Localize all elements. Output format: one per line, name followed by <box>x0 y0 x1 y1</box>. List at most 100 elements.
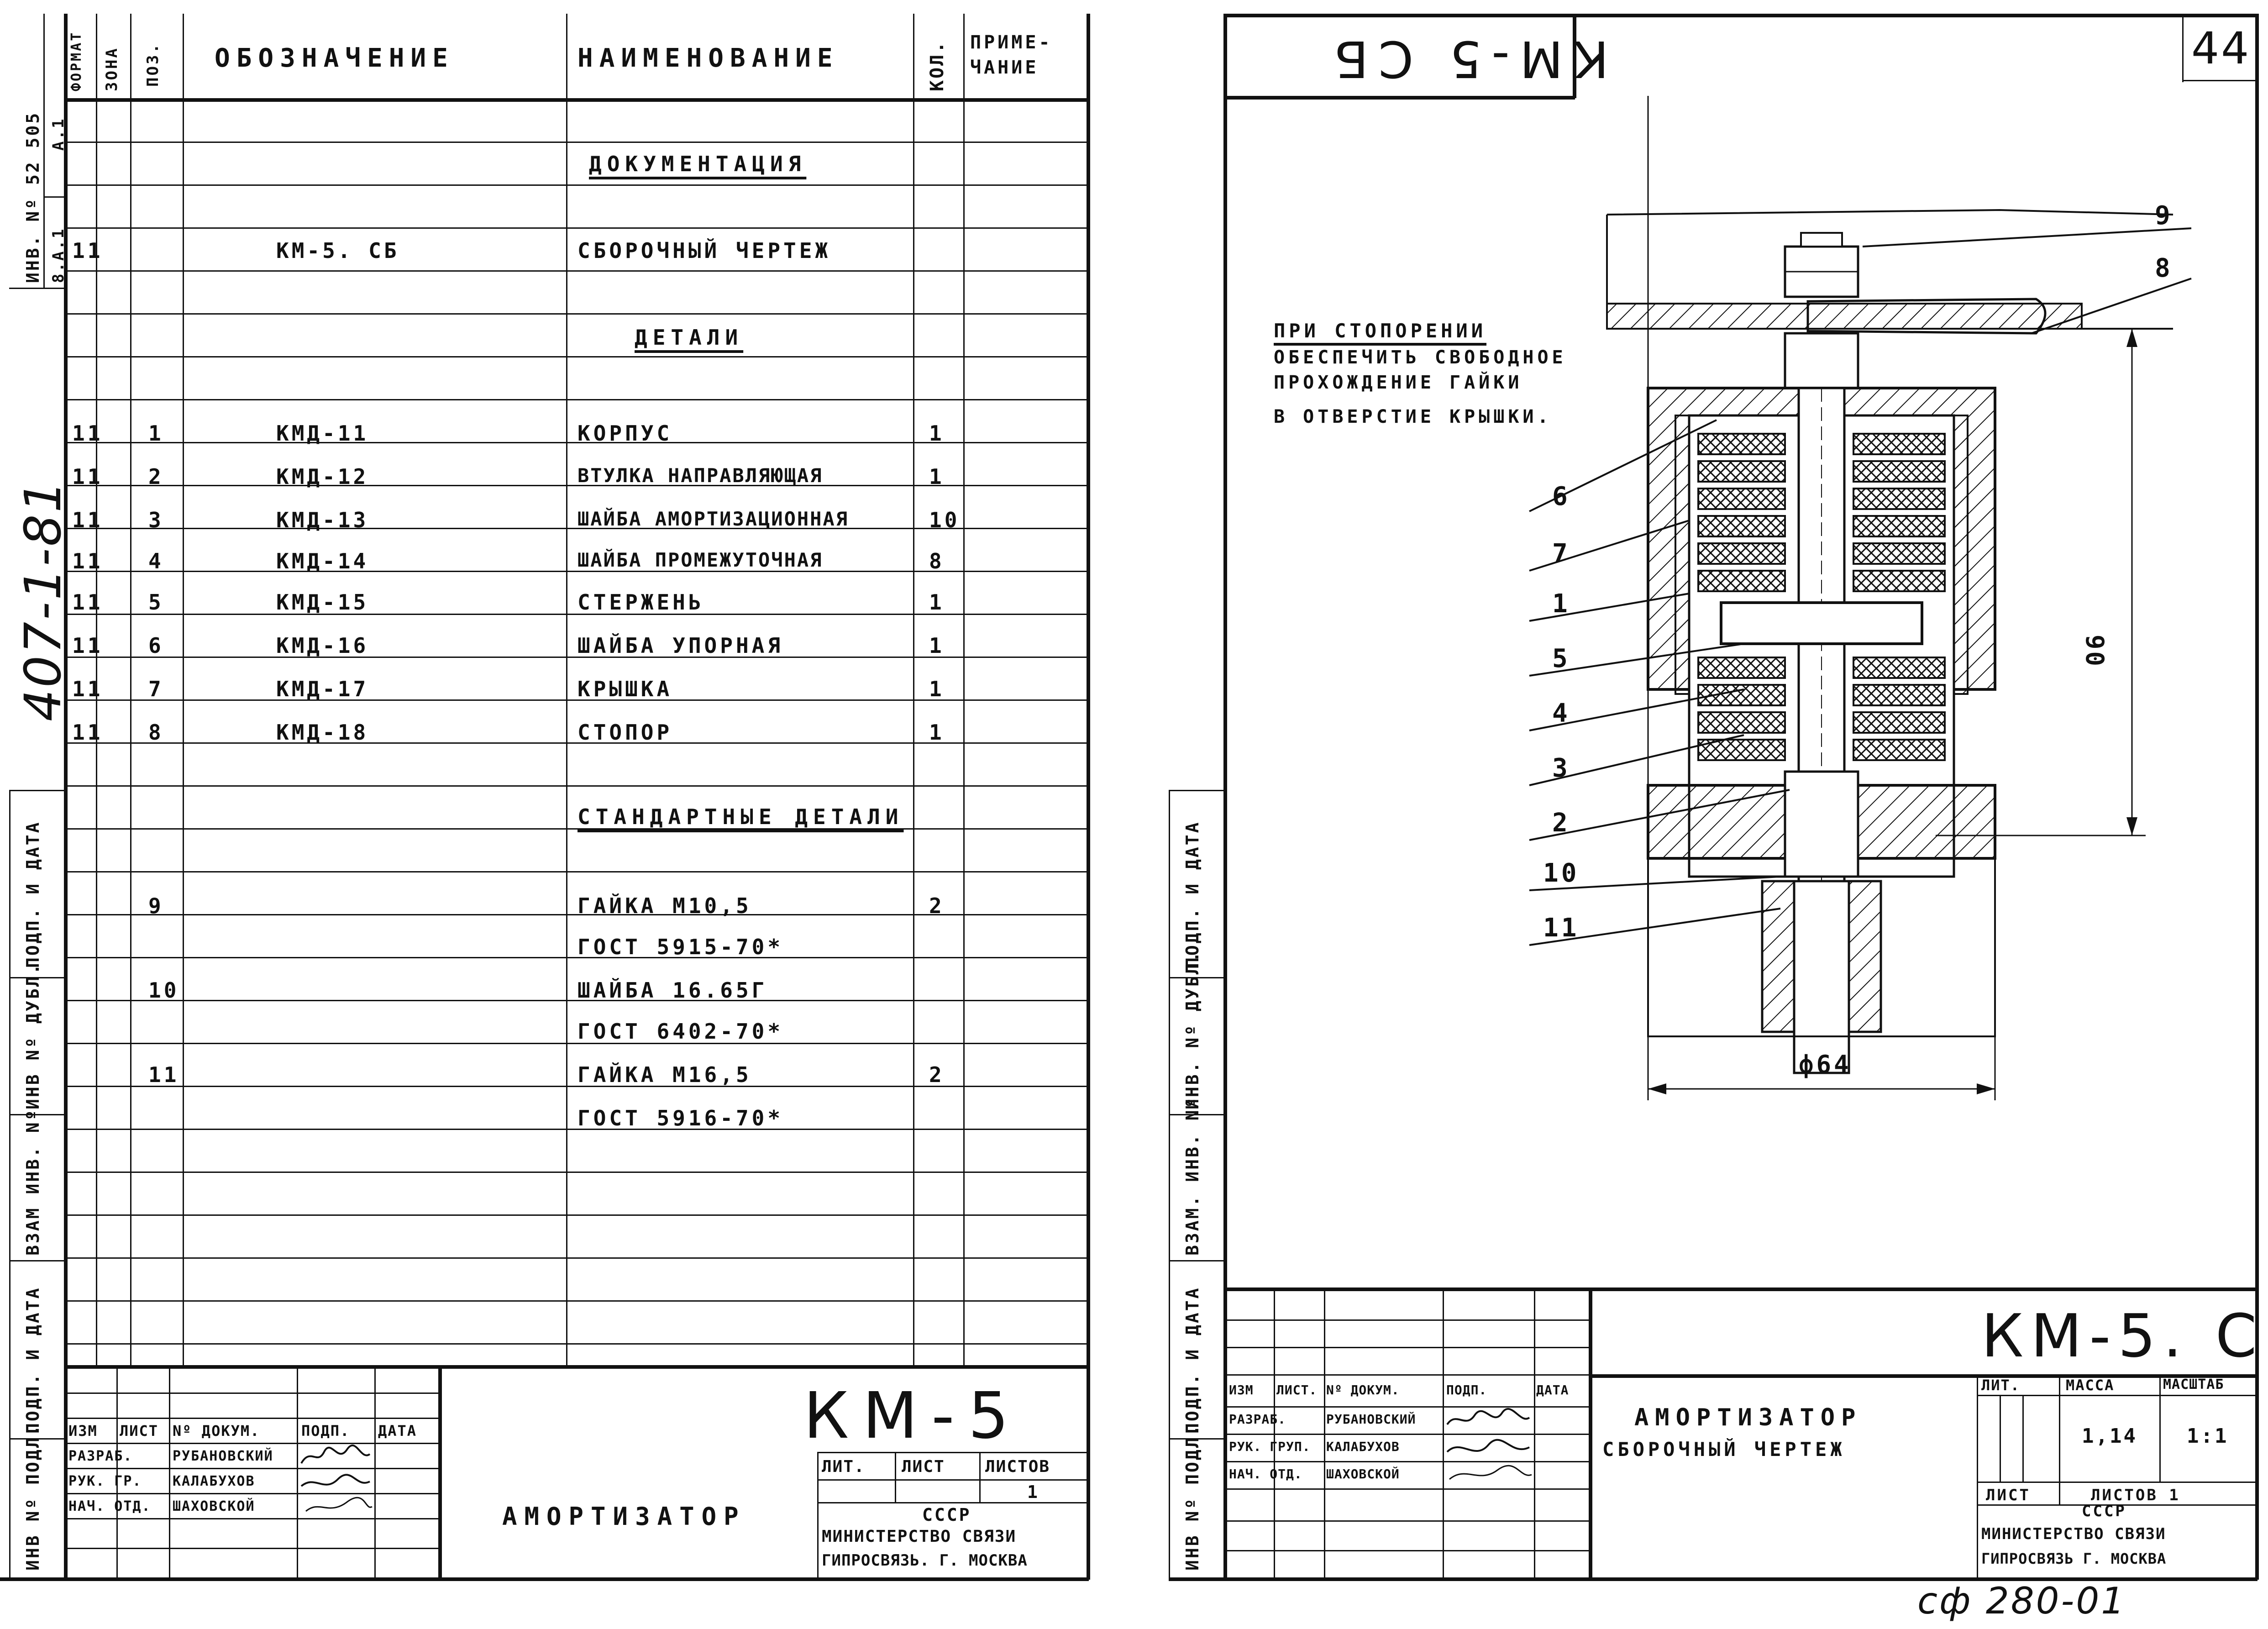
title-block-border <box>374 1365 376 1577</box>
margin-strip-border <box>9 977 64 978</box>
tb-org: МИНИСТЕРСТВО СВЯЗИ <box>1981 1525 2166 1543</box>
spec-cell-format: 11 <box>72 508 103 532</box>
leader-label: 5 <box>1552 644 1570 673</box>
title-block-border <box>438 1365 442 1577</box>
tb-mass: МАССА <box>2066 1377 2115 1394</box>
title-block-border <box>1977 1395 2258 1396</box>
tb-col-izm: ИЗМ <box>68 1422 98 1440</box>
spec-cell-position: 4 <box>148 549 164 573</box>
spec-cell-position: 11 <box>148 1062 179 1087</box>
spec-cell-quantity: 1 <box>929 677 945 701</box>
tb-role: НАЧ. ОТД. <box>1229 1466 1302 1482</box>
spec-cell-position: 1 <box>148 421 164 446</box>
assembly-note: ПРИ СТОПОРЕНИИ <box>1274 320 1487 342</box>
spec-cell-designation: КМД-11 <box>276 421 369 446</box>
spec-cell-position: 9 <box>148 893 164 918</box>
spec-cell-position: 3 <box>148 508 164 532</box>
spec-row-line <box>64 742 1089 744</box>
title-block-border <box>1977 1374 1978 1580</box>
tb-role: РАЗРАБ. <box>68 1448 133 1464</box>
spec-row-line <box>64 914 1089 915</box>
signature-scribbles <box>1446 1408 1532 1480</box>
tb-sheet: ЛИСТ <box>1986 1486 2031 1504</box>
spec-row-line <box>64 828 1089 830</box>
spec-row-line <box>64 871 1089 872</box>
title-block-border <box>979 1452 981 1502</box>
spec-row-line <box>64 785 1089 787</box>
break-line <box>1606 209 2174 215</box>
spec-col-line <box>183 14 184 1365</box>
margin-vzam-inv: ВЗАМ. ИНВ. Nº <box>1182 1096 1202 1256</box>
spec-cell-quantity: 2 <box>929 1062 945 1087</box>
right-frame-border <box>1223 14 2258 17</box>
header-pos: ПОЗ. <box>144 42 162 87</box>
tb-col-data: ДАТА <box>1536 1382 1569 1398</box>
tb-org: ГИПРОСВЯЗЬ Г. МОСКВА <box>1981 1550 2167 1567</box>
spec-cell-quantity: 1 <box>929 464 945 489</box>
leader-label: 2 <box>1552 808 1570 838</box>
right-title: АМОРТИЗАТОР <box>1634 1404 1862 1431</box>
spec-cell-quantity: 2 <box>929 893 945 918</box>
spec-cell-designation: КМД-15 <box>276 590 369 615</box>
tb-col-ndoc: Nº ДОКУМ. <box>1326 1382 1400 1398</box>
spec-row-line <box>64 657 1089 658</box>
leader-label: 4 <box>1552 699 1570 728</box>
damping-washer <box>1697 711 1786 734</box>
tb-lit: ЛИТ. <box>1981 1377 2021 1394</box>
spec-section-heading: СТАНДАРТНЫЕ ДЕТАЛИ <box>578 804 904 829</box>
margin-strip-border <box>1169 1114 1223 1115</box>
header-qty: КОЛ. <box>927 40 948 91</box>
spec-row-line <box>64 614 1089 615</box>
spec-cell-name: КРЫШКА <box>578 677 673 701</box>
title-block-border <box>1589 1374 2258 1378</box>
spec-col-line <box>913 14 914 1365</box>
title-block-border <box>2000 1395 2001 1482</box>
spec-cell-name: ШАЙБА АМОРТИЗАЦИОННАЯ <box>578 508 849 530</box>
spec-row-line <box>64 699 1089 701</box>
left-frame-border <box>0 1577 1089 1581</box>
tb-col-podp: ПОДП. <box>1446 1382 1487 1398</box>
dimension-height: 90 <box>2080 635 2109 668</box>
damping-washer <box>1853 515 1946 537</box>
leader-label: 8 <box>2155 253 2173 283</box>
title-block-border <box>895 1452 896 1502</box>
title-block-border <box>169 1365 170 1577</box>
spec-cell-quantity: 8 <box>929 549 945 573</box>
title-block-border <box>116 1365 118 1577</box>
tb-col-izm: ИЗМ <box>1229 1382 1254 1398</box>
spec-col-line <box>566 14 567 1365</box>
right-subtitle: СБОРОЧНЫЙ ЧЕРТЕЖ <box>1602 1438 1846 1461</box>
right-frame-border <box>1223 14 1227 1580</box>
spec-col-line <box>130 14 131 1365</box>
spec-row-line <box>64 957 1089 958</box>
mirrored-code: КМ-5 СБ <box>1324 30 1609 88</box>
margin-strip-border <box>1169 790 1223 791</box>
spec-cell-name: ВТУЛКА НАПРАВЛЯЮЩАЯ <box>578 464 823 487</box>
tb-org: ГИПРОСВЯЗЬ. Г. МОСКВА <box>822 1551 1028 1570</box>
title-block-border <box>64 1393 438 1394</box>
spec-cell-format: 11 <box>72 238 103 263</box>
spec-cell-format: 11 <box>72 549 103 573</box>
header-note: ПРИМЕ- <box>970 32 1053 53</box>
spec-cell-format: 11 <box>72 421 103 446</box>
damping-washer <box>1853 488 1946 510</box>
damping-washer <box>1697 460 1786 483</box>
title-block-border <box>1223 1319 1589 1321</box>
spec-section-heading: ДЕТАЛИ <box>635 325 744 350</box>
left-frame-border <box>64 14 68 1580</box>
margin-strip-border <box>9 1114 64 1115</box>
tb-col-podp: ПОДП. <box>301 1422 350 1440</box>
tb-role: НАЧ. ОТД. <box>68 1498 151 1514</box>
header-note: ЧАНИЕ <box>970 57 1039 78</box>
leader-label: 7 <box>1552 539 1570 568</box>
tb-sheets: ЛИСТОВ 1 <box>2091 1486 2180 1504</box>
spec-cell-name: ГОСТ 6402-70* <box>578 1019 784 1044</box>
title-block-border <box>1223 1347 1589 1348</box>
margin-strip-border <box>9 288 64 289</box>
title-block-border <box>1223 1406 1589 1408</box>
tb-col-list: ЛИСТ <box>120 1422 159 1440</box>
spec-row-line <box>64 399 1089 400</box>
left-doc-code: КМ-5 <box>803 1379 1023 1453</box>
spec-cell-name: СТЕРЖЕНЬ <box>578 590 704 615</box>
damping-washer <box>1697 570 1786 592</box>
